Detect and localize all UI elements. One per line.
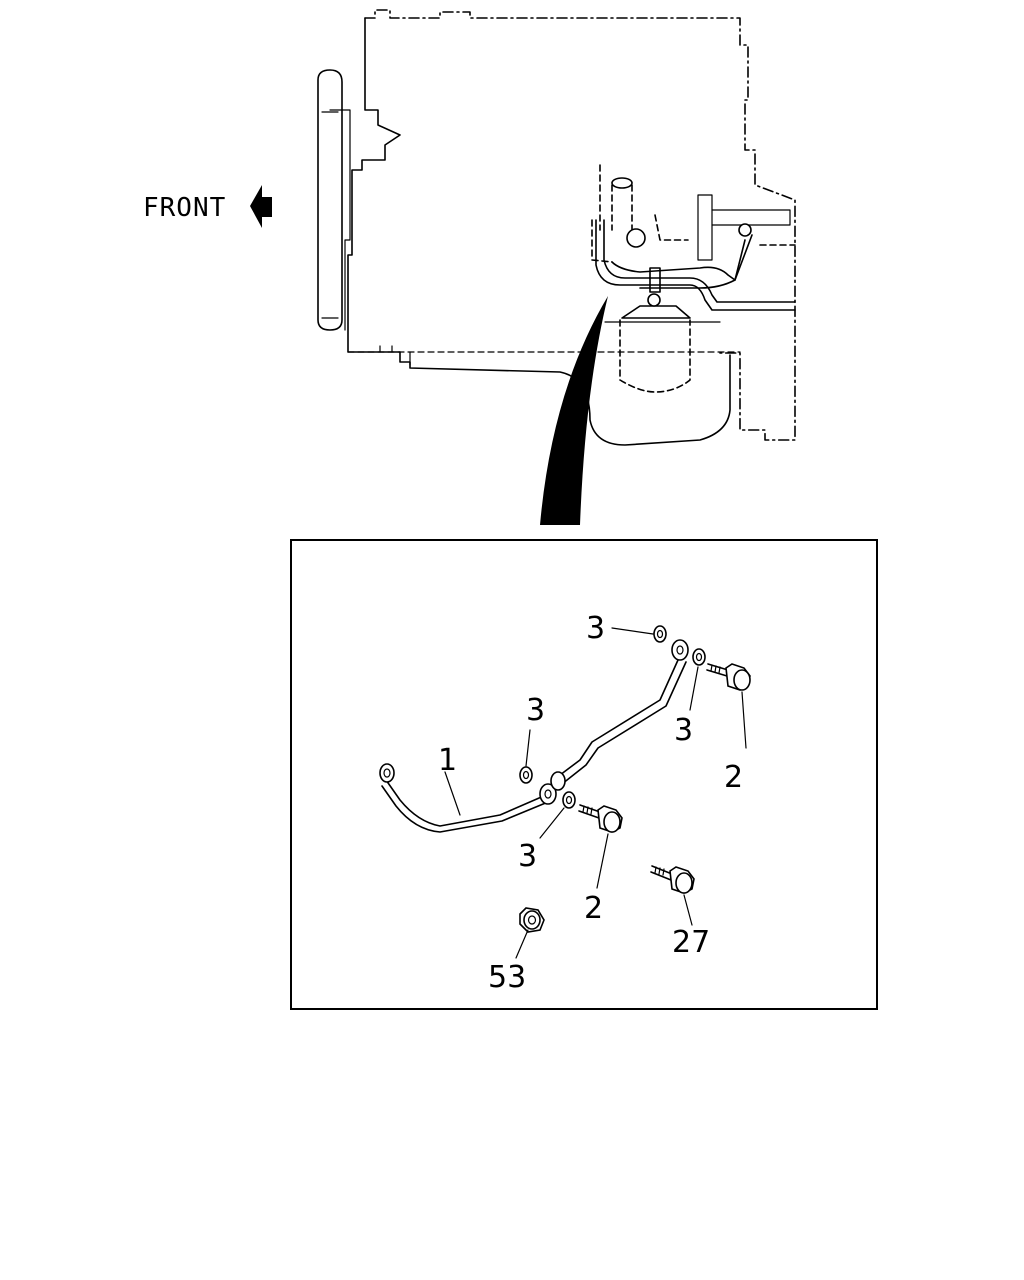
engine-overview — [317, 9, 796, 525]
oil-pan-outline — [399, 351, 731, 446]
front-indicator: FRONT — [143, 185, 272, 228]
detail-frame — [290, 539, 878, 1010]
callout-bolt-27: 27 — [672, 925, 710, 960]
detail-pointer — [540, 296, 608, 525]
oil-filler-fitting — [591, 164, 791, 263]
callout-pipe: 1 — [438, 743, 457, 778]
oil-filter — [604, 267, 721, 393]
callout-washer-mid-left: 3 — [526, 693, 545, 728]
engine-front-face — [347, 17, 401, 353]
callout-nut-53: 53 — [488, 960, 526, 995]
flange-nut-53 — [519, 907, 545, 933]
washer-mid-left — [519, 766, 533, 784]
callout-washer-upper: 3 — [586, 611, 605, 646]
washer-upper — [653, 625, 667, 643]
radiator-outline — [317, 69, 351, 331]
callout-bolt-upper: 2 — [724, 760, 743, 795]
callout-washer-mid-right: 3 — [518, 839, 537, 874]
callout-labels: 1 3 3 2 3 3 2 27 53 — [438, 611, 743, 995]
callout-bolt-lower: 2 — [584, 891, 603, 926]
washer-upper-right — [692, 648, 706, 666]
callout-washer-upper-right: 3 — [674, 713, 693, 748]
flange-bolt-27 — [650, 865, 695, 894]
engine-block-outline — [364, 9, 796, 441]
front-label: FRONT — [143, 193, 226, 223]
washer-mid-right — [562, 791, 576, 809]
oil-pipe-overview — [595, 219, 796, 311]
eye-bolt-lower — [578, 804, 623, 833]
eye-bolt-upper — [706, 663, 751, 691]
oil-pipe-part — [379, 639, 689, 833]
leader-lines — [444, 627, 747, 959]
arrow-left-icon — [250, 185, 272, 228]
